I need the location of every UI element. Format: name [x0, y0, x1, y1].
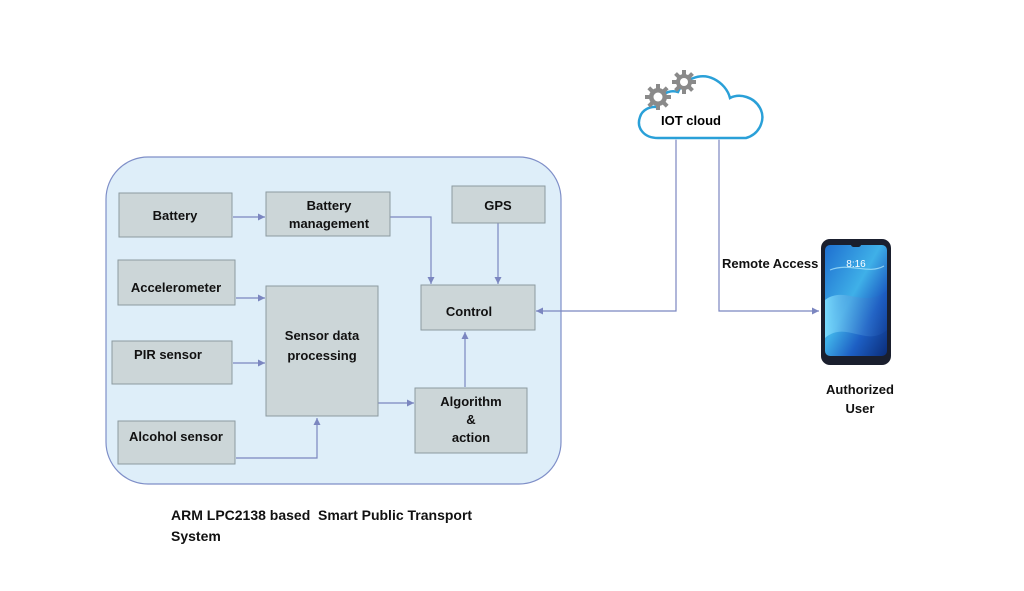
- container-caption-line1: ARM LPC2138 based Smart Public Transport: [171, 507, 472, 523]
- edge-cloud-user-link: [715, 133, 819, 315]
- control-label: Control: [446, 304, 492, 319]
- edge-alcohol-to-sensor-processing: [236, 418, 321, 459]
- iot-cloud-label: IOT cloud: [661, 113, 721, 128]
- pir-sensor-label: PIR sensor: [134, 347, 202, 362]
- cloud-icon: [637, 75, 764, 140]
- algorithm-label-line2: &: [466, 412, 475, 427]
- gps-label: GPS: [484, 198, 512, 213]
- battery-management-label-line2: management: [289, 216, 370, 231]
- sensor-processing-label-line2: processing: [287, 348, 356, 363]
- box-gps: GPS: [451, 185, 546, 224]
- user-label-line2: User: [846, 401, 875, 416]
- edges: [233, 133, 819, 459]
- remote-access-label: Remote Access: [722, 256, 818, 271]
- algorithm-label-line3: action: [452, 430, 490, 445]
- sensor-processing-label-line1: Sensor data: [285, 328, 360, 343]
- box-sensor-data-processing: Sensor data processing: [265, 285, 379, 417]
- battery-management-label-line1: Battery: [307, 198, 353, 213]
- box-pir-sensor: PIR sensor: [111, 340, 233, 385]
- box-algorithm-action: Algorithm & action: [414, 387, 528, 454]
- accelerometer-label: Accelerometer: [131, 280, 221, 295]
- gear-icon: [672, 70, 696, 94]
- edge-cloud-control-link: [536, 133, 680, 315]
- edge-battery-management-to-control: [390, 216, 435, 284]
- container-caption-line2: System: [171, 528, 221, 544]
- alcohol-sensor-label: Alcohol sensor: [129, 429, 223, 444]
- box-control: Control: [420, 284, 536, 331]
- gear-icon: [645, 84, 671, 110]
- smartphone-icon: 8:16: [821, 239, 891, 365]
- user-label-line1: Authorized: [826, 382, 894, 397]
- iot-cloud: IOT cloud: [637, 70, 764, 140]
- box-battery: Battery: [118, 192, 233, 238]
- box-battery-management: Battery management: [265, 191, 391, 237]
- battery-label: Battery: [153, 208, 199, 223]
- algorithm-label-line1: Algorithm: [440, 394, 501, 409]
- phone-clock: 8:16: [846, 259, 866, 270]
- box-accelerometer: Accelerometer: [117, 259, 236, 306]
- box-alcohol-sensor: Alcohol sensor: [117, 420, 236, 465]
